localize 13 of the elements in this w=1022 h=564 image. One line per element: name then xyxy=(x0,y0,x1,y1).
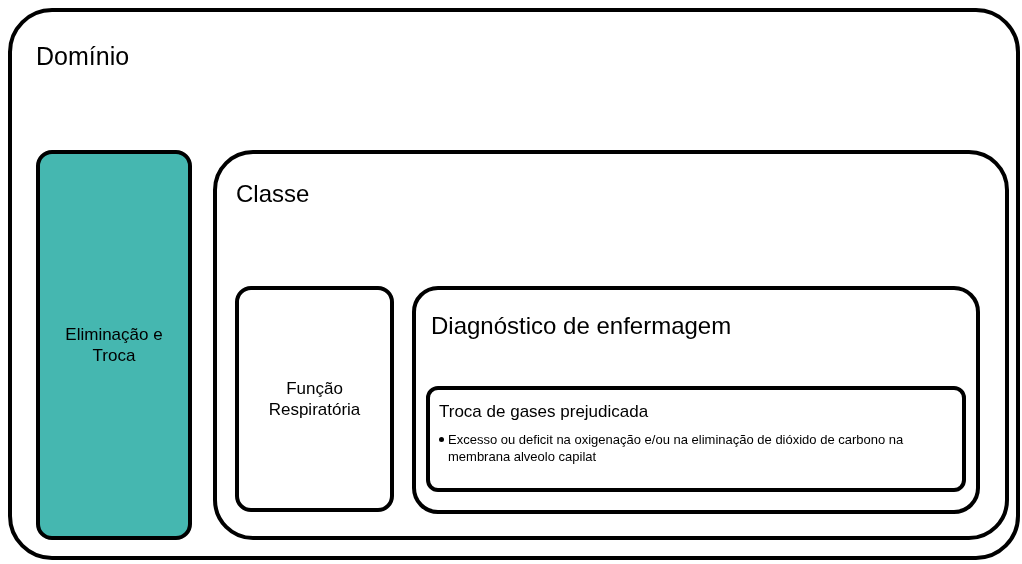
rounded-box xyxy=(235,286,394,512)
heading-text: Diagnóstico de enfermagem xyxy=(431,311,732,341)
category-bar xyxy=(36,150,192,540)
bullet-text: Excesso ou deficit na oxigenação e/ou na eliminação de dióxido de carbono na membrana alveolo capilat xyxy=(448,430,905,465)
rounded-box xyxy=(213,150,1009,540)
rounded-box xyxy=(426,386,966,492)
box-label: Eliminação e Troca xyxy=(64,323,164,367)
box-title: Troca de gases prejudicada xyxy=(439,401,650,423)
heading-text: Domínio xyxy=(36,41,130,72)
rounded-box xyxy=(412,286,980,514)
heading-text: Classe xyxy=(236,179,310,209)
box-label: Função Respiratória xyxy=(267,377,362,421)
rounded-box xyxy=(8,8,1020,560)
